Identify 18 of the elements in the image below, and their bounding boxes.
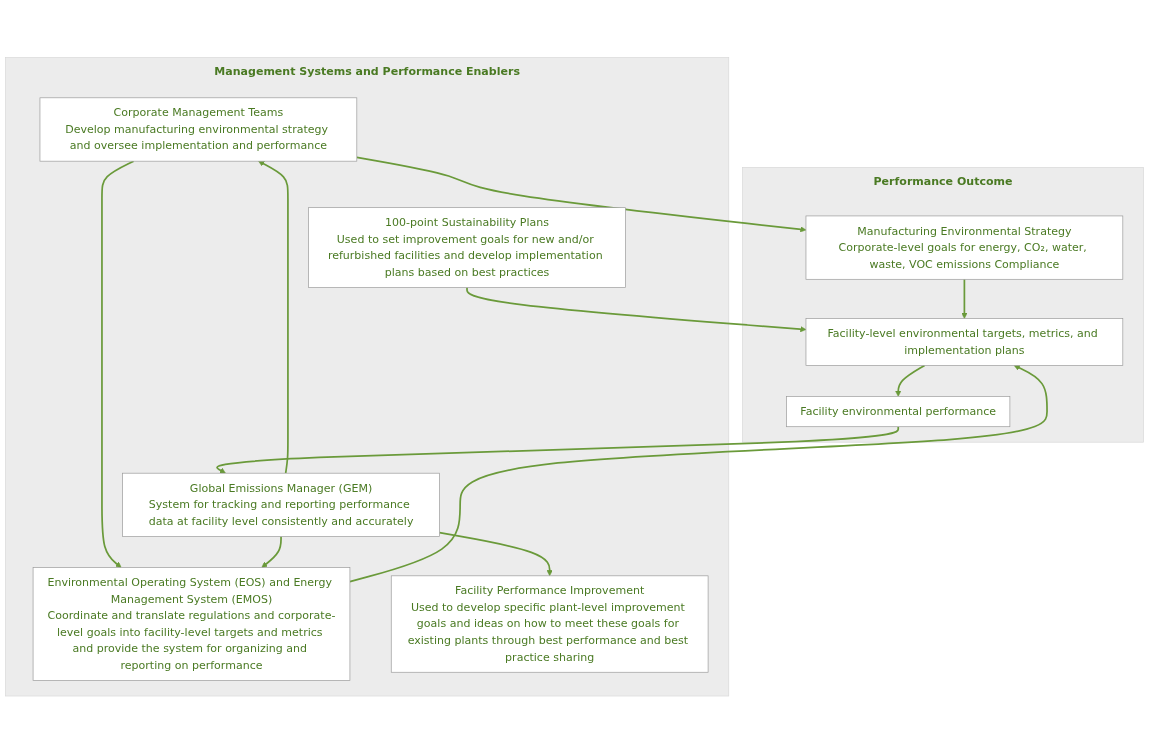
arrow bbox=[466, 286, 807, 332]
arrow bbox=[216, 425, 900, 474]
arrow bbox=[438, 531, 553, 576]
arrow bbox=[961, 278, 968, 319]
node-box: Environmental Operating System (EOS) and Energy Management System (EMOS) Coordinate and translate regulations and corporate-level goals into facility-level targets and metrics and provide the system for organizing and reporting on performance bbox=[32, 566, 351, 681]
arrow bbox=[895, 364, 926, 397]
arrow bbox=[355, 156, 807, 233]
node-box: Facility-level environmental targets, metrics, and implementation plans bbox=[805, 317, 1124, 366]
node-box: 100-point Sustainability Plans Used to set improvement goals for new and/or refurbished facilities and develop implementation plans based on best practices bbox=[308, 207, 626, 288]
arrow bbox=[261, 535, 282, 568]
arrow bbox=[258, 160, 289, 474]
node-box: Manufacturing Environmental Strategy Corporate-level goals for energy, CO₂, water, waste, VOC emissions Compliance bbox=[805, 215, 1124, 280]
arrow bbox=[349, 364, 1048, 583]
node-box: Facility Performance Improvement Used to develop specific plant-level improvement goals and ideas on how to meet these goals for existing plants through best performance and best practice sharing bbox=[390, 575, 709, 673]
node-box: Global Emissions Manager (GEM) System for tracking and reporting performance data at facility level consistently and accurately bbox=[122, 472, 440, 537]
node-box: Corporate Management Teams Develop manufacturing environmental strategy and oversee implementation and performance bbox=[39, 97, 358, 162]
arrow bbox=[101, 160, 135, 568]
node-box: Facility environmental performance bbox=[786, 395, 1011, 427]
